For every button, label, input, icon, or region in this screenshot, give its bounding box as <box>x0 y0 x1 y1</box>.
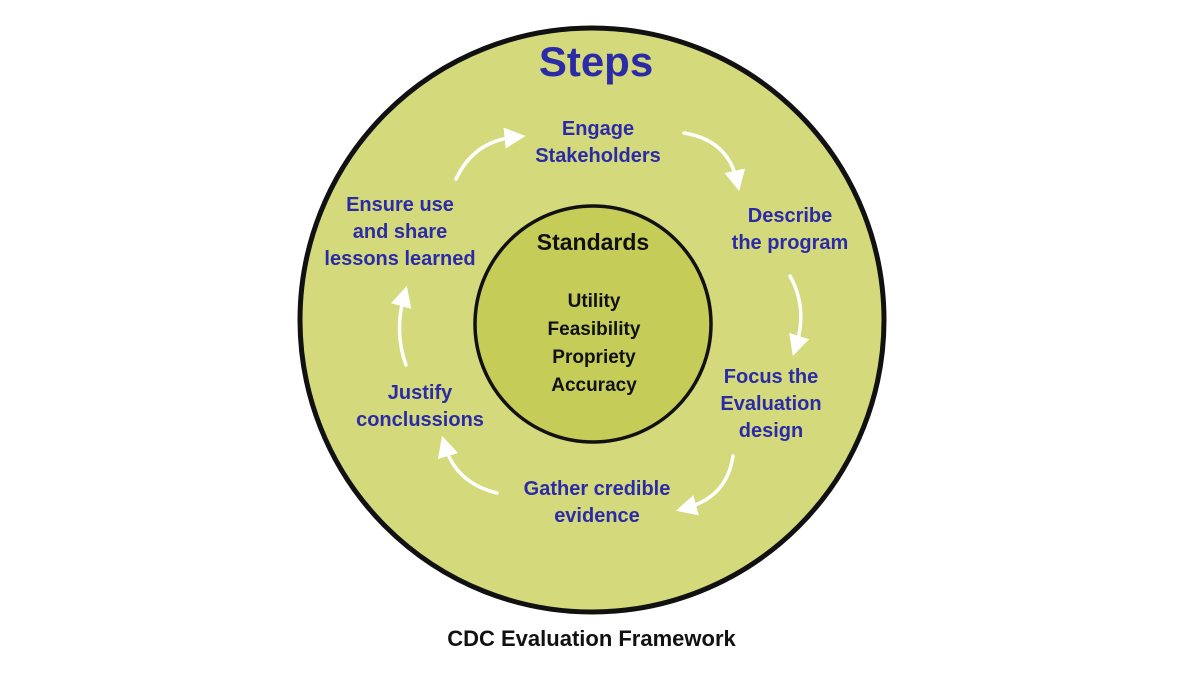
step-describe-program: Describe the program <box>732 205 849 254</box>
arrow-describe-to-focus <box>788 274 810 357</box>
step-label-line: and share <box>353 221 447 243</box>
step-label-line: Stakeholders <box>535 145 661 167</box>
step-label-line: Engage <box>562 118 634 140</box>
standard-accuracy: Accuracy <box>551 375 637 396</box>
figure-caption: CDC Evaluation Framework <box>447 626 736 651</box>
standard-feasibility: Feasibility <box>548 319 641 340</box>
step-ensure-use-share: Ensure use and share lessons learned <box>324 194 475 270</box>
step-label-line: Ensure use <box>346 194 454 216</box>
arrow-ensure-to-engage <box>454 127 526 181</box>
standards-circle <box>473 204 713 444</box>
step-label-line: Gather credible <box>524 478 671 500</box>
arrow-engage-to-describe <box>682 131 745 192</box>
arrow-justify-to-ensure <box>391 285 412 367</box>
steps-title: Steps <box>539 38 653 85</box>
arrow-focus-to-gather <box>675 454 735 516</box>
step-label-line: the program <box>732 232 849 254</box>
step-label-line: design <box>739 420 803 442</box>
step-label-line: Focus the <box>724 366 818 388</box>
step-label-line: lessons learned <box>324 248 475 270</box>
cycle-arrows <box>391 127 810 516</box>
standard-utility: Utility <box>568 291 621 312</box>
standard-propriety: Propriety <box>552 347 636 368</box>
step-label-line: Justify <box>388 382 453 404</box>
step-label-line: evidence <box>554 505 640 527</box>
step-label-line: conclussions <box>356 409 484 431</box>
arrow-gather-to-justify <box>437 435 499 495</box>
standards-list: Utility Feasibility Propriety Accuracy <box>548 291 641 396</box>
standards-title: Standards <box>537 229 649 255</box>
step-gather-evidence: Gather credible evidence <box>524 478 671 527</box>
step-label-line: Evaluation <box>720 393 821 415</box>
step-justify-conclusions: Justify conclussions <box>356 382 484 431</box>
step-label-line: Describe <box>748 205 833 227</box>
